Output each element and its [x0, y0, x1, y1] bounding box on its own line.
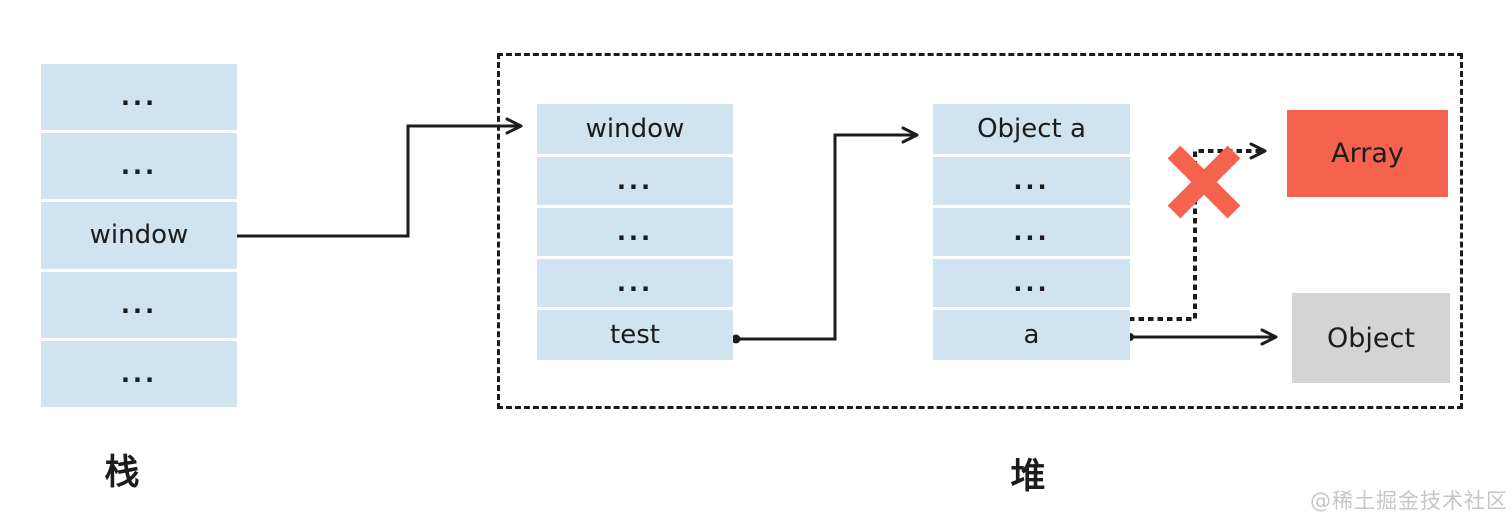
arrow-stack-window-to-heap-window — [204, 117, 523, 241]
heap-label: 堆 — [1010, 457, 1046, 497]
heap-window-row-test: test — [537, 310, 733, 360]
heap-window-row-window: window — [537, 104, 733, 154]
object-box: Object — [1292, 293, 1450, 383]
stack-row: ... — [41, 64, 237, 130]
object-a-row: ... — [933, 208, 1130, 256]
object-a-row: ... — [933, 157, 1130, 205]
stack-table: ... ... window ... ... — [41, 64, 237, 407]
object-a-row: ... — [933, 259, 1130, 307]
stack-label: 栈 — [104, 453, 140, 493]
object-a-row-title: Object a — [933, 104, 1130, 154]
watermark: @稀土掘金技术社区 — [1310, 489, 1508, 513]
stack-row-window: window — [41, 201, 237, 270]
stack-row: ... — [41, 341, 237, 407]
heap-object-a-table: Object a ... ... ... a — [933, 104, 1130, 360]
stack-row: ... — [41, 132, 237, 199]
heap-window-row: ... — [537, 259, 733, 307]
heap-boundary — [497, 53, 1463, 409]
array-box: Array — [1287, 110, 1448, 197]
stack-row: ... — [41, 272, 237, 339]
object-a-row-a: a — [933, 310, 1130, 360]
heap-window-row: ... — [537, 157, 733, 205]
heap-window-row: ... — [537, 208, 733, 256]
heap-window-table: window ... ... ... test — [537, 104, 733, 360]
